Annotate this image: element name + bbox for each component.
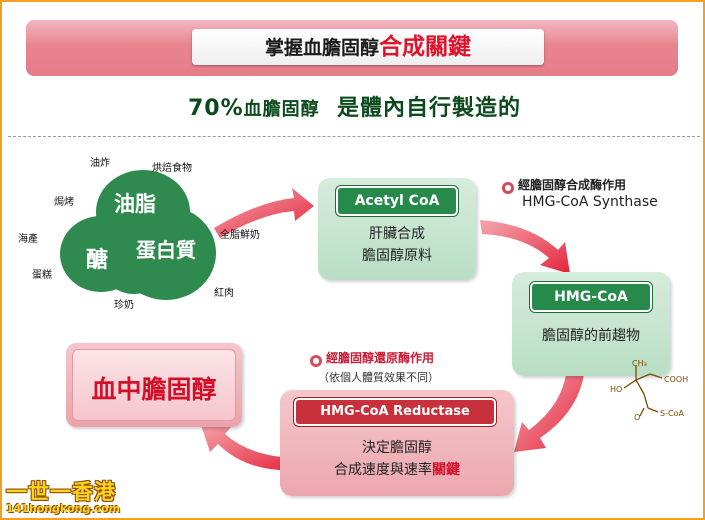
hmg-coa-molecule-icon: CH₃ HO COOH S-CoA O	[610, 359, 688, 422]
blood-cholesterol-label: 血中膽固醇	[91, 375, 217, 404]
svg-text:HO: HO	[610, 385, 622, 394]
arrow-acetyl-to-hmg	[480, 220, 570, 274]
arrow-reductase-to-blood	[200, 422, 302, 471]
svg-text:S-CoA: S-CoA	[660, 409, 684, 418]
source-carb: 醣	[86, 248, 109, 273]
food-seafood: 海產	[18, 234, 38, 245]
acetyl-coa-box: Acetyl CoA 肝臟合成 膽固醇原料	[318, 178, 476, 280]
watermark-name: 一世一香港	[6, 480, 116, 504]
watermark-site: 141hongkong.com	[6, 502, 121, 515]
food-bubble-tea: 珍奶	[114, 300, 134, 311]
acetyl-coa-line-2: 膽固醇原料	[362, 248, 432, 264]
title-banner: 掌握血膽固醇合成關鍵	[26, 20, 678, 76]
food-fried: 油炸	[90, 158, 110, 169]
subtitle-part1: 血膽固醇	[243, 99, 320, 120]
blood-cholesterol-inner: 血中膽固醇	[72, 349, 236, 421]
hmg-coa-line-1: 膽固醇的前趨物	[542, 328, 640, 344]
reductase-line-1: 決定膽固醇	[362, 440, 432, 456]
hmg-coa-label: HMG-CoA	[530, 282, 652, 312]
hmg-coa-box: HMG-CoA 膽固醇的前趨物	[512, 272, 670, 376]
source-protein: 蛋白質	[136, 238, 196, 262]
svg-text:COOH: COOH	[664, 375, 688, 384]
arrow-hmg-to-reductase	[514, 374, 584, 452]
acetyl-coa-label: Acetyl CoA	[336, 186, 458, 216]
blob-mid	[98, 222, 170, 294]
food-baked: 烘焙食物	[152, 163, 192, 174]
reductase-label: HMG-CoA Reductase	[294, 398, 496, 426]
subtitle-part2: 是體內自行製造的	[336, 96, 521, 121]
food-milk: 全脂鮮奶	[220, 230, 260, 241]
subtitle: 70%血膽固醇 是體內自行製造的	[2, 90, 703, 122]
reductase-line-2: 合成速度與速率關鍵	[334, 462, 460, 478]
arrow-sources-to-acetyl	[214, 188, 314, 238]
enzyme-1-name: HMG-CoA Synthase	[522, 194, 658, 210]
bullet-icon: ●	[310, 355, 322, 367]
bullet-icon: ●	[502, 182, 514, 194]
food-red-meat: 紅肉	[214, 288, 234, 299]
reductase-box: HMG-CoA Reductase 決定膽固醇 合成速度與速率關鍵	[280, 390, 514, 496]
title-box: 掌握血膽固醇合成關鍵	[192, 29, 544, 65]
acetyl-coa-line-1: 肝臟合成	[369, 226, 425, 242]
enzyme-2-title: ●經膽固醇還原酶作用	[310, 349, 434, 367]
enzyme-1-title: ●經膽固醇合成酶作用	[502, 176, 626, 194]
food-cake: 蛋糕	[32, 270, 52, 281]
enzyme-2-note: （依個人體質效果不同）	[318, 371, 439, 384]
food-gratin: 焗烤	[54, 197, 74, 208]
blood-cholesterol-box: 血中膽固醇	[66, 343, 242, 427]
svg-text:O: O	[634, 413, 640, 422]
title-black: 掌握血膽固醇	[264, 37, 379, 59]
divider	[8, 136, 700, 137]
subtitle-percent: 70%	[187, 96, 244, 121]
svg-text:CH₃: CH₃	[632, 359, 647, 368]
title-red: 合成關鍵	[379, 34, 471, 60]
source-fat: 油脂	[114, 192, 156, 216]
